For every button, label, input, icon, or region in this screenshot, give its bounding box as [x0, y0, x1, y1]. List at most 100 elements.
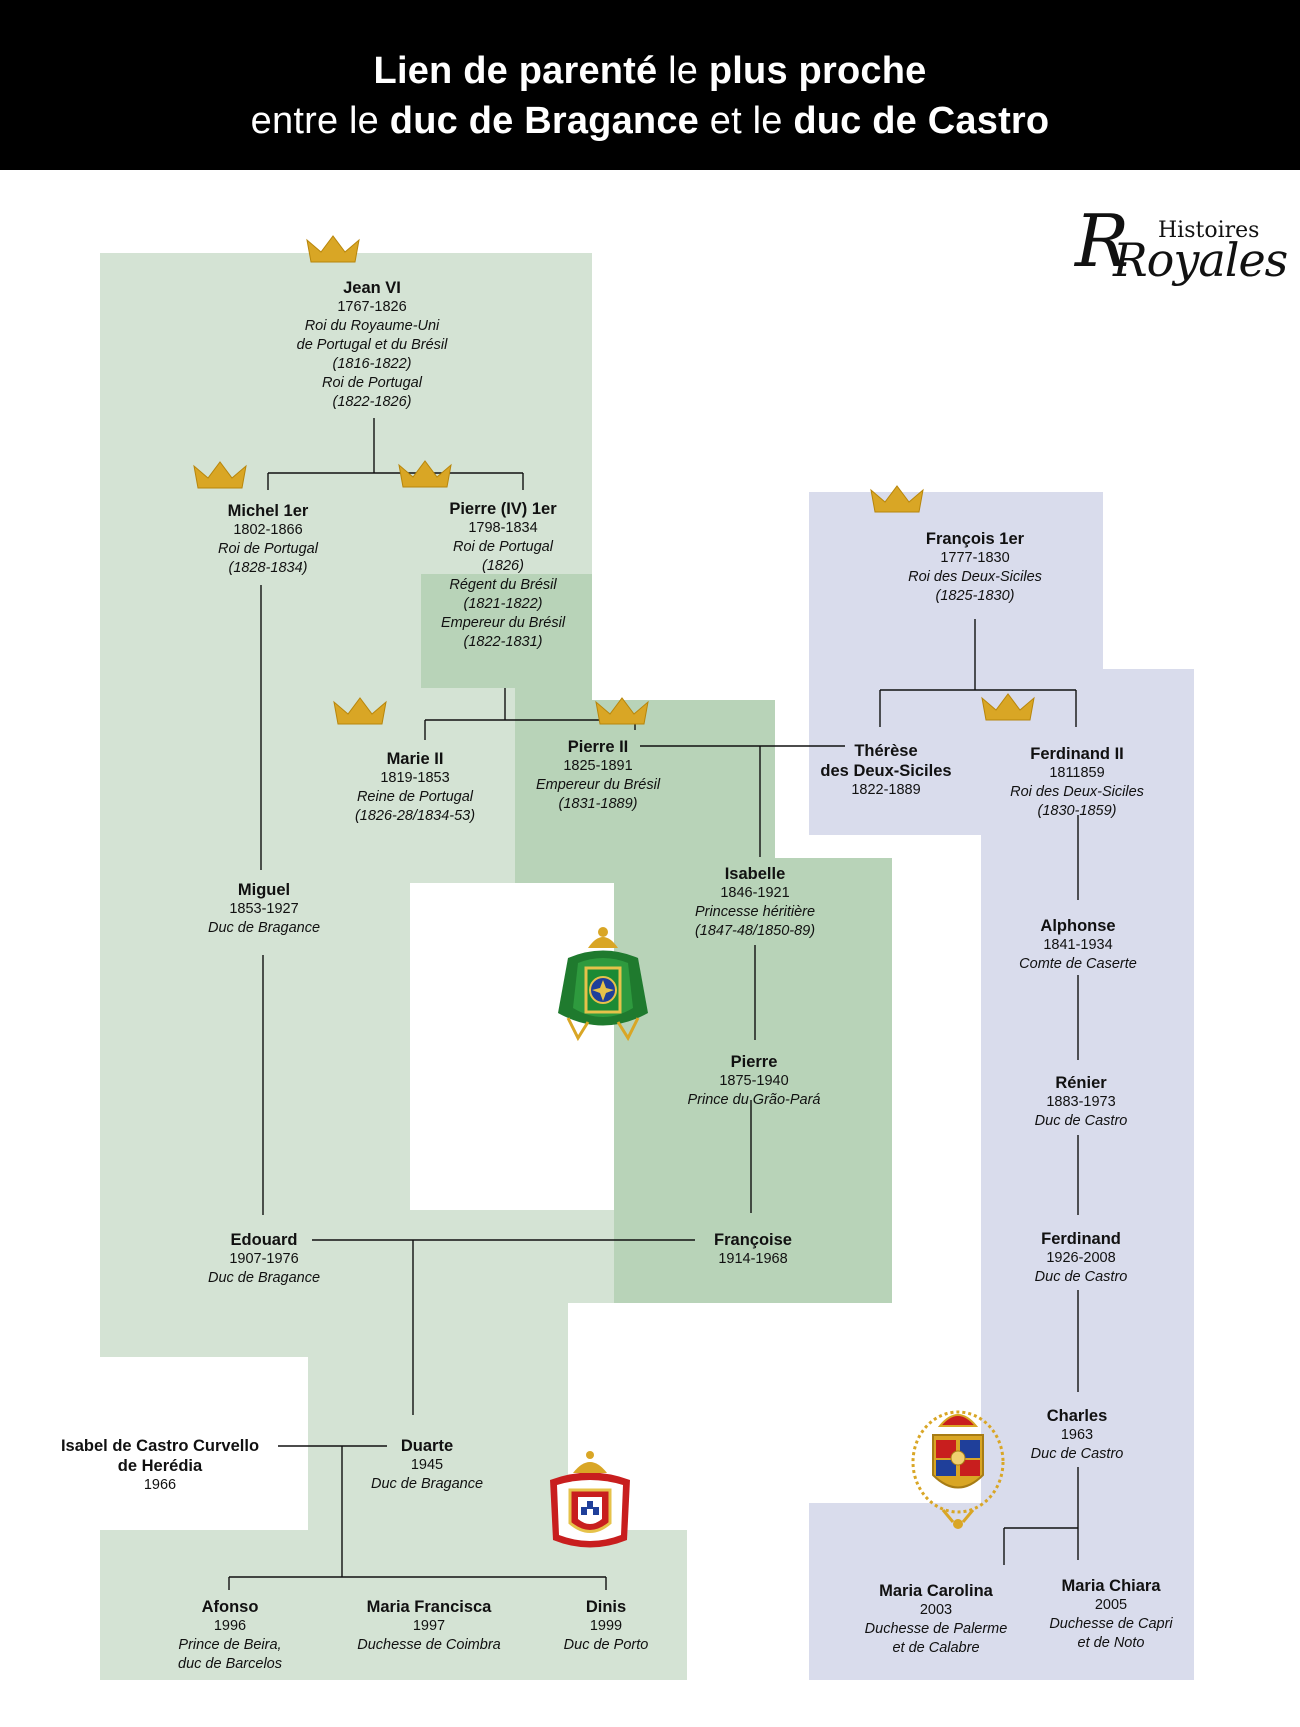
person-dates: 1767-1826 — [337, 299, 407, 315]
brazil-region — [421, 574, 892, 1303]
person-name: Alphonse — [1040, 917, 1116, 935]
person-title: (1847-48/1850-89) — [694, 923, 816, 939]
logo-line-1: Histoires — [1158, 218, 1260, 243]
person-name: Pierre (IV) 1er — [449, 500, 557, 518]
person-title: Prince de Beira, — [178, 1637, 282, 1653]
person-title: Duc de Bragance — [207, 920, 321, 936]
person-dates: 1811859 — [1049, 765, 1105, 781]
person-title: Duc de Castro — [1030, 1446, 1124, 1462]
person-title: (1831-1889) — [558, 796, 638, 812]
person-dates: 1997 — [412, 1618, 446, 1634]
histoires-royales-logo: R Histoires Royales — [1075, 199, 1288, 287]
person-dates: 1883-1973 — [1046, 1094, 1116, 1110]
crown-icon — [333, 697, 387, 725]
person-title: et de Noto — [1077, 1635, 1145, 1651]
person-title: Duchesse de Coimbra — [357, 1637, 501, 1653]
person-dates: 1999 — [589, 1618, 623, 1634]
person-title: Roi de Portugal — [218, 541, 318, 557]
person-title: Roi des Deux-Siciles — [908, 569, 1042, 585]
person-name: Ferdinand — [1041, 1230, 1121, 1248]
title-line-2: entre le duc de Bragance et le duc de Ca… — [0, 98, 1300, 144]
person-title: Duc de Bragance — [370, 1476, 484, 1492]
person-name: Pierre — [730, 1053, 778, 1071]
person-dates: 2005 — [1094, 1597, 1128, 1613]
title-segment: duc de Bragance — [389, 100, 699, 142]
castro-region — [809, 492, 1194, 1680]
person-title: Duc de Porto — [563, 1637, 649, 1653]
brazil-coat-of-arms-icon — [558, 927, 648, 1042]
person-title: (1816-1822) — [332, 356, 412, 372]
person-title: (1826-28/1834-53) — [354, 808, 476, 824]
person-dates: 1825-1891 — [563, 758, 633, 774]
person-title: (1822-1826) — [332, 394, 412, 410]
portugal-coat-of-arms-icon — [550, 1451, 630, 1548]
two-sicilies-coat-of-arms-icon — [911, 1410, 1005, 1529]
person-name: Françoise — [714, 1231, 792, 1249]
title-line-1: Lien de parenté le plus proche — [0, 48, 1300, 94]
person-dates: 1777-1830 — [940, 550, 1010, 566]
person-title: (1821-1822) — [463, 596, 543, 612]
person-title: Reine de Portugal — [356, 789, 474, 805]
person-name: Charles — [1046, 1407, 1108, 1425]
person-dates: 1798-1834 — [468, 520, 538, 536]
person-name: Jean VI — [343, 279, 401, 297]
person-title: Duc de Castro — [1034, 1269, 1128, 1285]
person-title: Duc de Bragance — [207, 1270, 321, 1286]
person-title: (1828-1834) — [228, 560, 308, 576]
person-name: Miguel — [237, 881, 291, 899]
title-segment: duc de Castro — [793, 100, 1050, 142]
title-segment: entre le — [250, 100, 390, 142]
person-dates: 1875-1940 — [719, 1073, 789, 1089]
person-dates: 2003 — [919, 1602, 953, 1618]
crown-icon — [981, 693, 1035, 721]
person-dates: 1945 — [410, 1457, 444, 1473]
header-banner: Lien de parenté le plus proche entre le … — [0, 0, 1300, 170]
person-name: Maria Chiara — [1061, 1577, 1161, 1595]
person-title: Comte de Caserte — [1019, 956, 1137, 972]
title-segment: plus proche — [708, 50, 927, 92]
person-name: Ferdinand II — [1030, 745, 1124, 763]
person-name: François 1er — [925, 530, 1025, 548]
person-dates: 1996 — [213, 1618, 247, 1634]
person-name: Maria Francisca — [366, 1598, 492, 1616]
person-name: Rénier — [1055, 1074, 1107, 1092]
person-title: (1826) — [482, 558, 524, 574]
person-dates: 1926-2008 — [1046, 1250, 1116, 1266]
crown-icon — [193, 461, 247, 489]
person-name-line-2: de Herédia — [117, 1457, 203, 1475]
crown-icon — [398, 460, 452, 488]
person-dates: 1966 — [143, 1477, 177, 1493]
person-dates: 1802-1866 — [233, 522, 303, 538]
person-title: (1830-1859) — [1037, 803, 1117, 819]
person-name: Afonso — [201, 1598, 259, 1616]
person-title: Roi du Royaume-Uni — [304, 318, 440, 334]
person-title: Empereur du Brésil — [535, 777, 661, 793]
white-cutout — [410, 883, 614, 1210]
person-name: Isabelle — [724, 865, 786, 883]
crown-icon — [306, 235, 360, 263]
person-dates: 1907-1976 — [229, 1251, 299, 1267]
person-name: Michel 1er — [227, 502, 309, 520]
person-title: Princesse héritière — [694, 904, 816, 920]
title-segment: le — [657, 50, 709, 92]
person-title: (1825-1830) — [935, 588, 1015, 604]
person-dates: 1853-1927 — [229, 901, 299, 917]
